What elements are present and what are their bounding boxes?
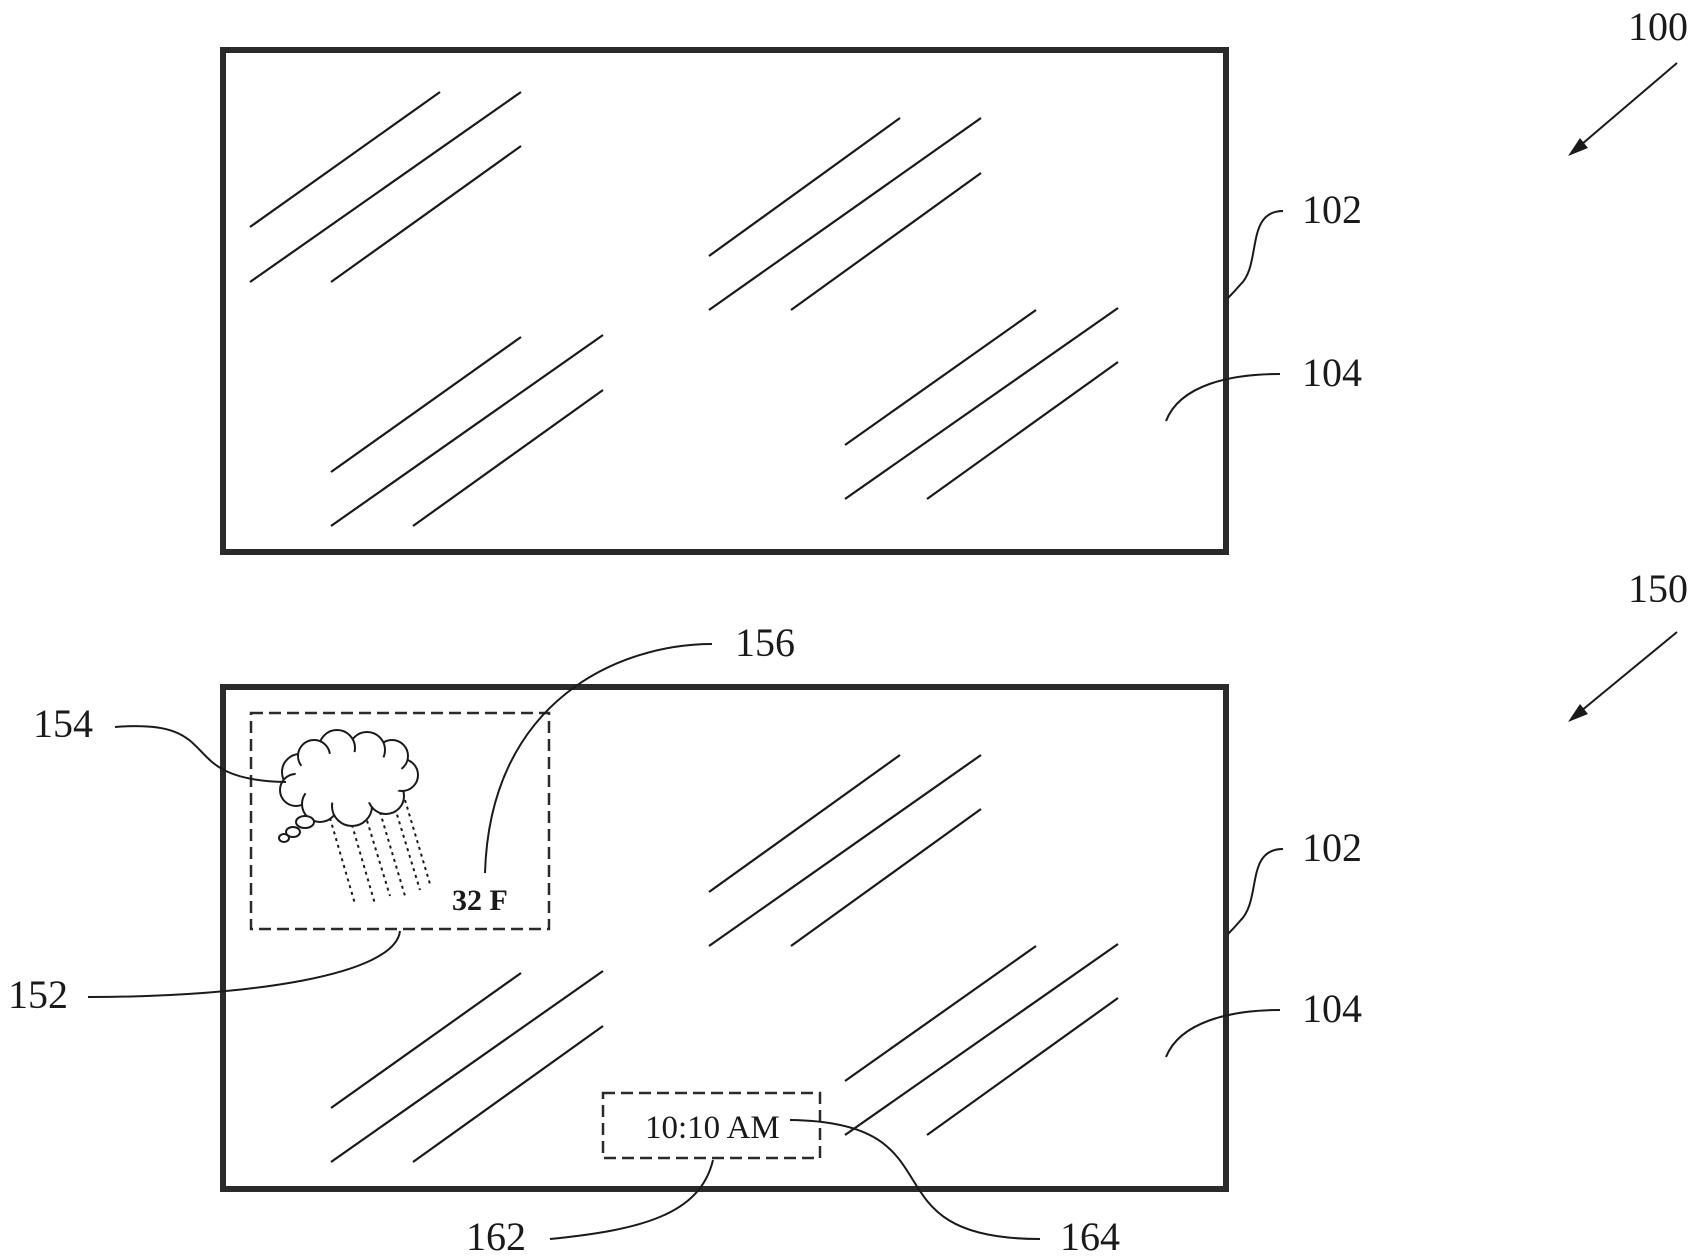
leader-164 <box>790 1120 1040 1239</box>
glass-glare-top <box>250 92 1118 526</box>
leader-154 <box>115 726 286 782</box>
rain-cloud-icon <box>279 730 430 904</box>
arrow-100 <box>1568 63 1677 156</box>
ref-label-152: 152 <box>8 972 68 1017</box>
leader-152 <box>88 931 400 997</box>
window-frame-top <box>223 50 1226 552</box>
ref-label-150: 150 <box>1628 566 1688 611</box>
leader-162 <box>550 1160 713 1239</box>
ref-label-104-bottom: 104 <box>1302 986 1362 1031</box>
ref-label-100: 100 <box>1628 4 1688 49</box>
ref-label-164: 164 <box>1060 1214 1120 1257</box>
ref-label-162: 162 <box>466 1214 526 1257</box>
temperature-text: 32 F <box>452 884 508 917</box>
leader-156 <box>485 644 712 873</box>
figure-100: 100 102 104 <box>223 4 1688 552</box>
ref-label-154: 154 <box>33 701 93 746</box>
arrow-150 <box>1568 632 1677 722</box>
glass-glare-bottom <box>331 755 1118 1162</box>
leader-102-bottom <box>1228 849 1283 934</box>
ref-label-102-top: 102 <box>1302 187 1362 232</box>
ref-label-102-bottom: 102 <box>1302 825 1362 870</box>
ref-label-156: 156 <box>735 620 795 665</box>
time-text: 10:10 AM <box>645 1110 780 1146</box>
figure-150: 32 F 10:10 AM 150 156 154 152 102 104 16… <box>8 566 1688 1257</box>
ref-label-104-top: 104 <box>1302 350 1362 395</box>
leader-102-top <box>1228 211 1283 298</box>
